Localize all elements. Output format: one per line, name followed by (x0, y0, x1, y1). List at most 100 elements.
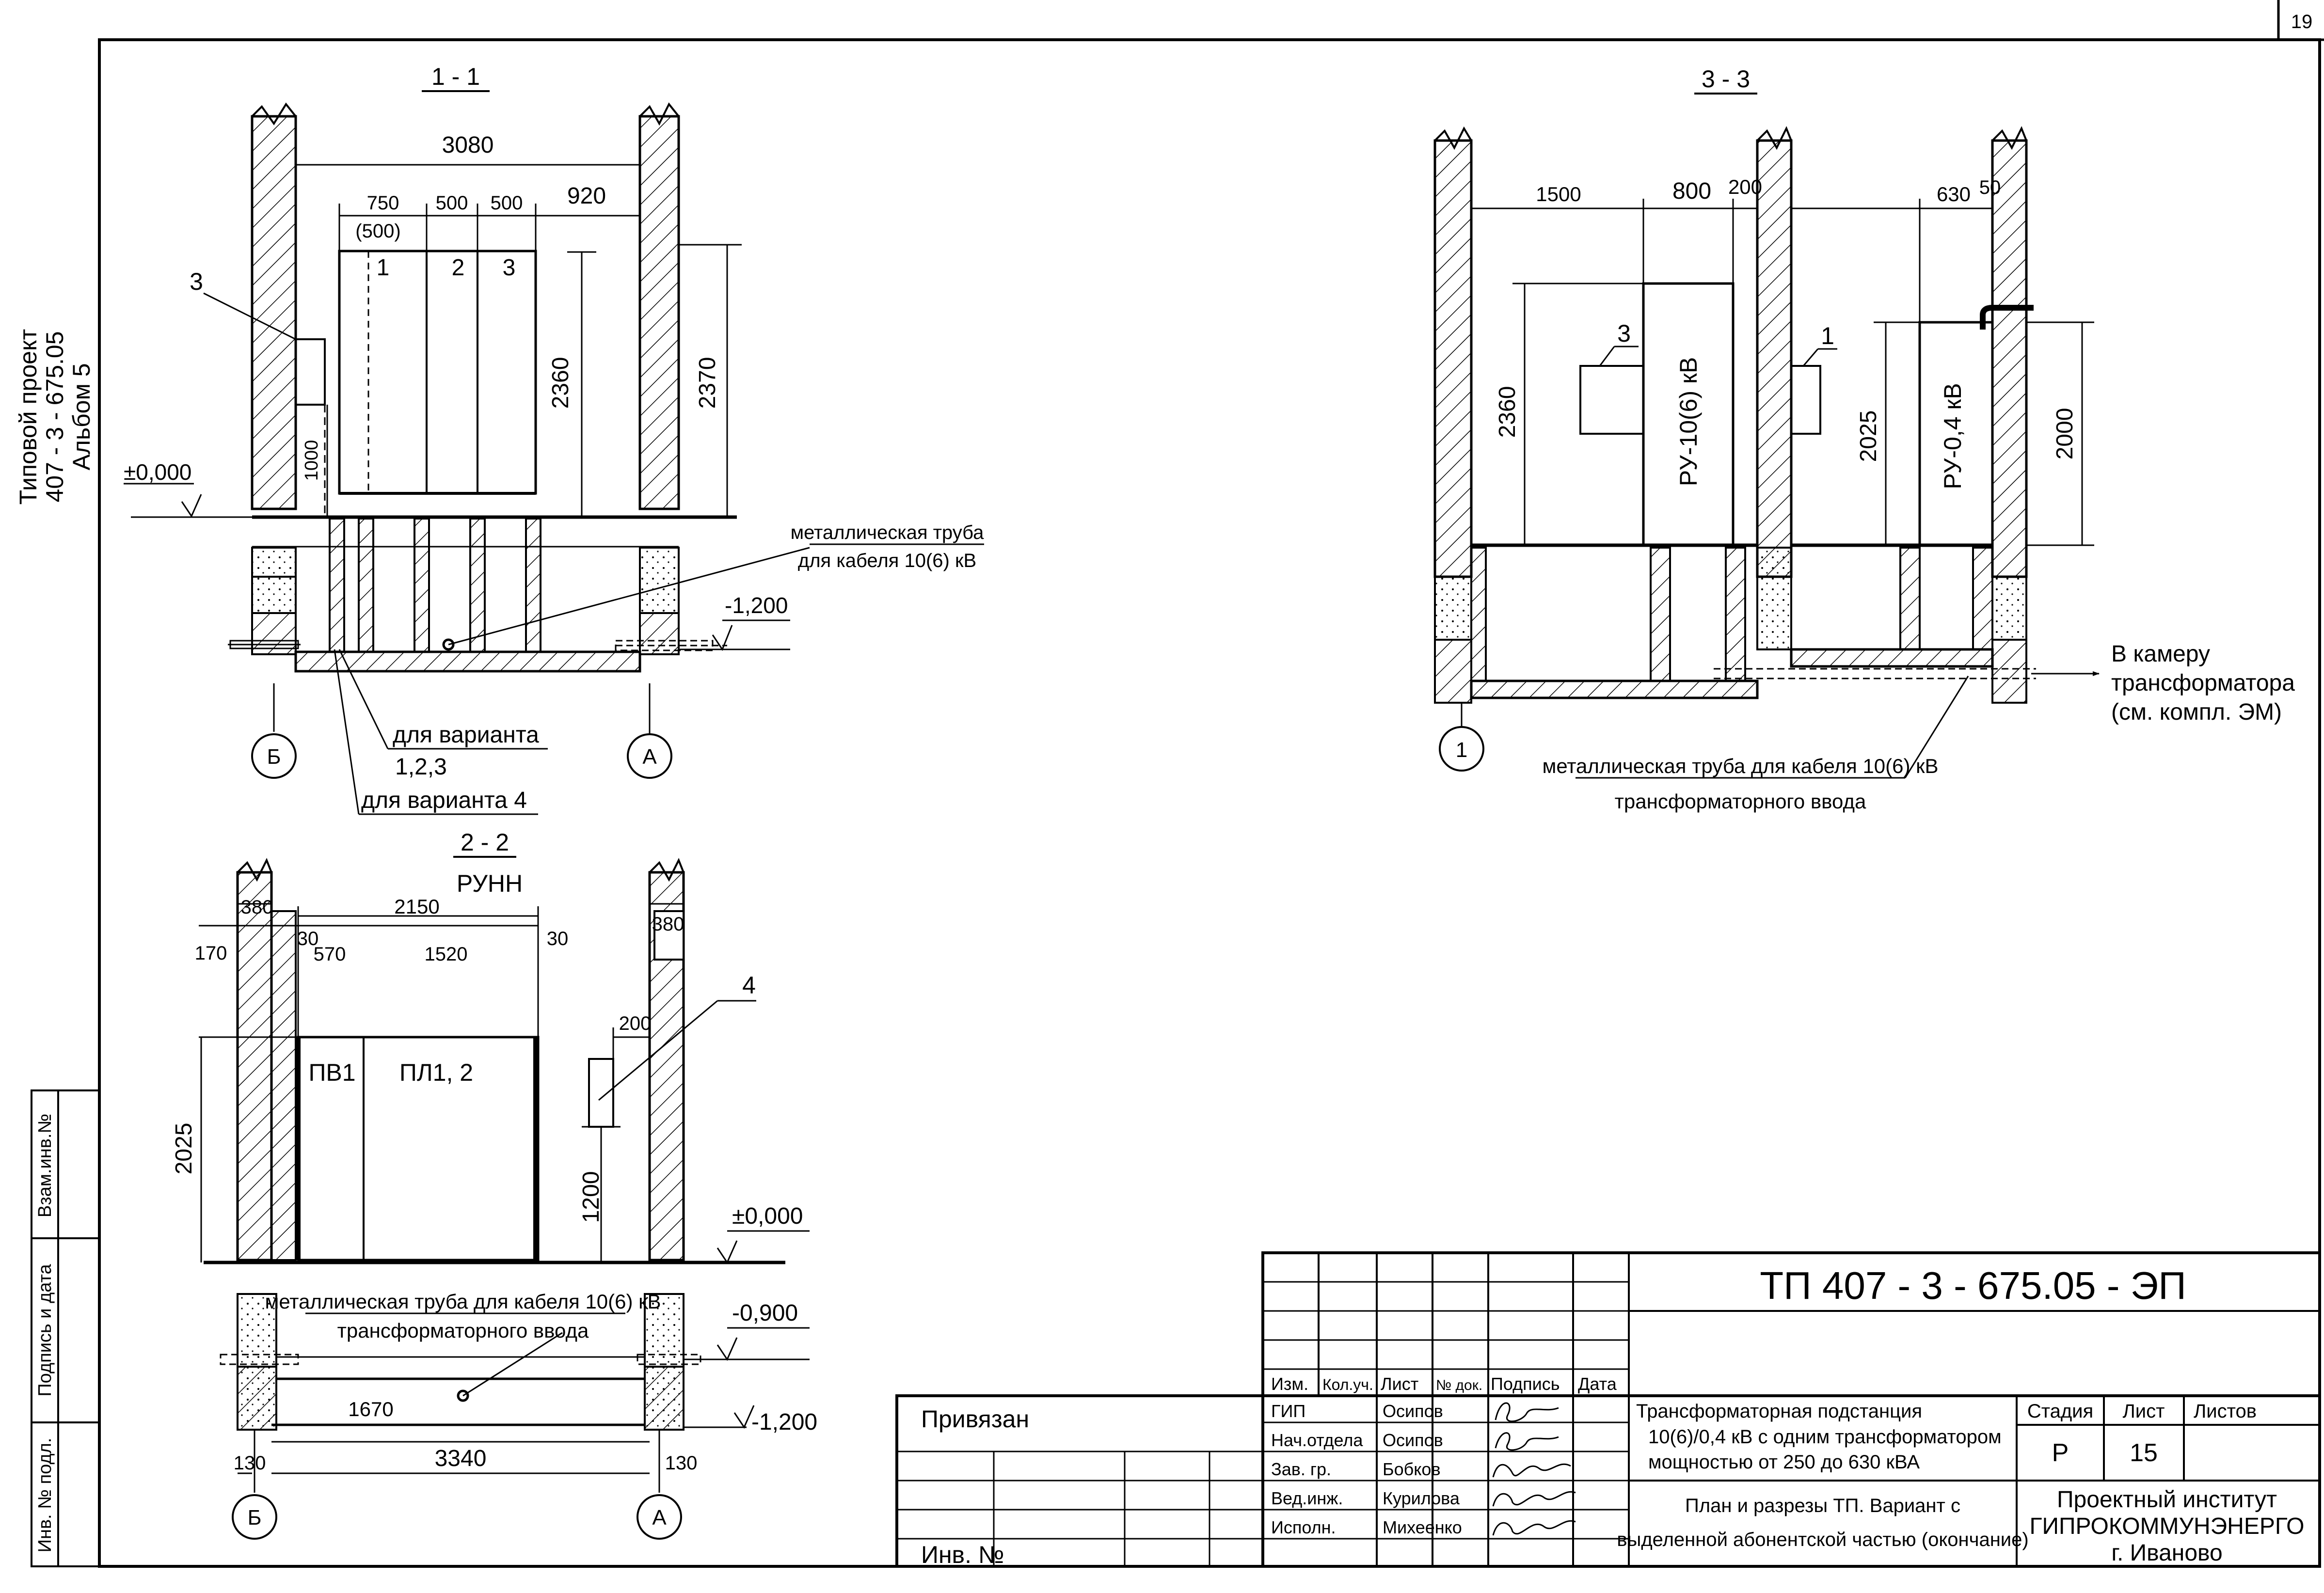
dim-1000: 1000 (302, 440, 322, 481)
dim-200: 200 (619, 1013, 652, 1034)
pipe-note-1-1-line2: для кабеля 10(6) кВ (798, 550, 976, 571)
dim-170: 170 (195, 943, 227, 964)
pipe-note-3-3-line1: металлическая труба для кабеля 10(6) кВ (1542, 755, 1938, 777)
dim-1500: 1500 (1536, 183, 1581, 205)
variant-note-b: для варианта 4 (361, 788, 527, 813)
sheet-title-2: выделенной абонентской частью (окончание… (1617, 1529, 2028, 1550)
dim-500-paren: (500) (355, 221, 400, 242)
callout-3-1-1: 3 (190, 268, 203, 295)
dim-1670: 1670 (348, 1398, 393, 1420)
section-1-1-title: 1 - 1 (431, 63, 480, 90)
dim-30b: 30 (547, 928, 569, 949)
dim-2025-3-3: 2025 (1856, 410, 1881, 462)
sheets-label: Листов (2194, 1401, 2257, 1422)
side-title: Типовой проект 407 - 3 - 675.05 Альбом 5 (15, 329, 95, 505)
arrow-note-line1: В камеру (2111, 641, 2210, 667)
hdr-sign: Подпись (1491, 1374, 1560, 1394)
name-3: Бобков (1383, 1459, 1441, 1479)
dim-800: 800 (1672, 178, 1711, 204)
level-zero-2-2: ±0,000 (732, 1203, 803, 1229)
hdr-izm: Изм. (1271, 1374, 1308, 1394)
pipe-section-1-1 (442, 638, 455, 651)
dim-50: 50 (1979, 177, 2001, 198)
sheet-label: Лист (2123, 1401, 2165, 1422)
pipe-note-2-2-line1: металлическая труба для кабеля 10(6) кВ (265, 1290, 661, 1313)
title-block (895, 1251, 2321, 1568)
level-minus2-2-2: -1,200 (751, 1409, 817, 1435)
panel-label-2: 2 (452, 255, 465, 281)
stamp-replace-inv: Взам.инв.№ (35, 1114, 55, 1217)
dim-130b: 130 (665, 1452, 698, 1474)
role-exec: Исполн. (1271, 1517, 1336, 1537)
arrow-note-line2: трансформатора (2111, 670, 2295, 696)
dim-380b: 380 (652, 914, 684, 935)
dim-500a: 500 (436, 192, 468, 214)
inv-label: Инв. № (921, 1541, 1004, 1568)
panel-pl12: ПЛ1, 2 (399, 1059, 473, 1086)
dim-200-3-3: 200 (1728, 175, 1762, 198)
pipe-note-3-3-line2: трансформаторного ввода (1615, 790, 1866, 813)
dim-2025: 2025 (171, 1123, 197, 1175)
drawing-code: ТП 407 - 3 - 675.05 - ЭП (1760, 1264, 2186, 1307)
callout-3-3-3: 3 (1617, 320, 1631, 347)
dim-2360-3-3: 2360 (1495, 386, 1520, 438)
dim-750: 750 (367, 192, 399, 214)
bound-label: Привязан (921, 1405, 1029, 1433)
panel-label-3: 3 (503, 255, 516, 281)
ru-04-label: РУ-0,4 кВ (1939, 383, 1966, 489)
side-stamp (31, 1089, 100, 1567)
dim-3080: 3080 (442, 132, 494, 158)
side-title-line3: Альбом 5 (68, 363, 95, 470)
name-5: Михеенко (1383, 1517, 1462, 1537)
axis-a-2-2: А (652, 1506, 667, 1530)
section-3-3-title: 3 - 3 (1702, 65, 1750, 93)
dim-130a: 130 (234, 1452, 266, 1474)
title-block-roles: ГИП Нач.отдела Зав. гр. Вед.инж. Исполн.… (1271, 1401, 1462, 1537)
side-title-line1: Типовой проект (15, 329, 42, 505)
section-1-1: 1 - 1 1 2 3 (124, 63, 985, 815)
org-line3: г. Иваново (2111, 1540, 2222, 1566)
dim-500b: 500 (491, 192, 523, 214)
section-3-3: 3 - 3 РУ-10(6) кВ (1433, 65, 2295, 813)
pipe-note-1-1-line1: металлическая труба (791, 522, 985, 543)
wall-left-1-1 (251, 115, 297, 510)
arrow-note-line3: (см. компл. ЭМ) (2111, 699, 2282, 725)
dim-1520: 1520 (425, 944, 468, 965)
hdr-date: Дата (1578, 1374, 1617, 1394)
dim-380a: 380 (241, 897, 273, 918)
axis-1-3-3: 1 (1456, 738, 1467, 762)
stamp-sign-date: Подпись и дата (35, 1263, 55, 1396)
desc-line2: 10(6)/0,4 кВ с одним трансформатором (1648, 1426, 2002, 1448)
variant-note-a2: 1,2,3 (395, 754, 447, 780)
section-2-2: 2 - 2 РУНН ПВ1 ПЛ1, 2 4 (171, 829, 817, 1540)
hdr-list: Лист (1381, 1374, 1418, 1394)
dim-2370: 2370 (695, 357, 720, 409)
hdr-doc: № док. (1436, 1377, 1482, 1393)
org-line1: Проектный институт (2057, 1487, 2277, 1513)
title-block-headers: Изм. Кол.уч. Лист № док. Подпись Дата (1271, 1374, 1617, 1394)
role-lead: Вед.инж. (1271, 1488, 1343, 1508)
role-group: Зав. гр. (1271, 1459, 1331, 1479)
section-2-2-subtitle: РУНН (457, 870, 523, 897)
stage-value: Р (2052, 1439, 2069, 1467)
level-zero-1-1: ±0,000 (124, 459, 191, 485)
pipe-note-2-2-line2: трансформаторного ввода (337, 1319, 589, 1342)
ru-04-cabinet (1918, 321, 1994, 547)
dim-3340: 3340 (435, 1446, 487, 1471)
wall-right-1-1 (638, 115, 680, 510)
dim-920: 920 (567, 183, 606, 209)
dim-2000: 2000 (2052, 408, 2078, 460)
axis-b-1-1: Б (267, 745, 281, 769)
variant-note-a1: для варианта (393, 722, 539, 748)
org-line2: ГИПРОКОММУНЭНЕРГО (2030, 1514, 2305, 1539)
dim-570: 570 (314, 944, 346, 965)
ru-10-label: РУ-10(6) кВ (1675, 357, 1702, 487)
name-1: Осипов (1383, 1401, 1443, 1421)
dim-2150: 2150 (394, 895, 439, 918)
panel-label-1: 1 (377, 255, 390, 281)
role-gip: ГИП (1271, 1401, 1305, 1421)
name-4: Курилова (1383, 1488, 1460, 1508)
role-head: Нач.отдела (1271, 1430, 1363, 1450)
sheet-title-1: План и разрезы ТП. Вариант с (1685, 1495, 1960, 1516)
